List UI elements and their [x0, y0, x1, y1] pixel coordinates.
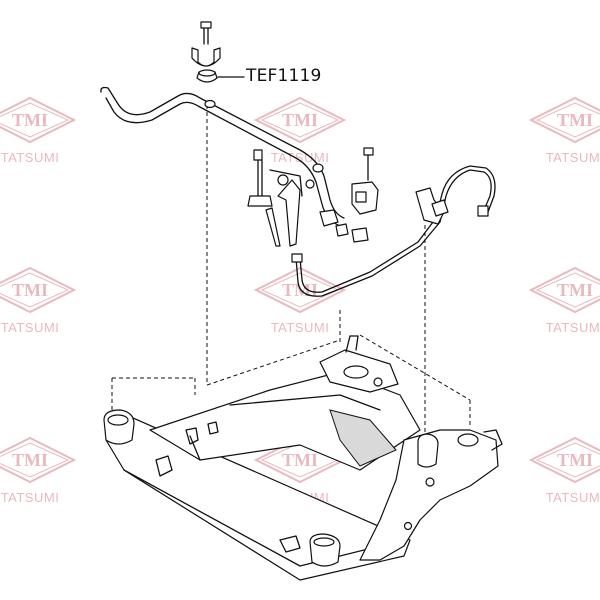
watermark-logo-text: TMI [557, 450, 593, 470]
watermark-logo-text: TMI [12, 450, 48, 470]
watermark-brand-text: TATSUMI [1, 320, 60, 335]
height-sensor-bracket [335, 147, 379, 243]
tatsumi-watermark-layer: TMI TATSUMI TMI TATSUMI TMI TATSUMI TMI TATSUMI… [0, 96, 600, 505]
sensor-wire-harness [291, 165, 496, 297]
tatsumi-watermark-logo: TMI TATSUMI [0, 96, 77, 165]
watermark-brand-text: TATSUMI [271, 320, 330, 335]
watermark-logo-text: TMI [282, 450, 318, 470]
stabilizer-bar [100, 86, 345, 227]
watermark-brand-text: TATSUMI [1, 490, 60, 505]
tatsumi-watermark-logo: TMI TATSUMI [0, 436, 77, 505]
watermark-brand-text: TATSUMI [546, 320, 600, 335]
bushing-clamp-assembly [191, 21, 245, 83]
stabilizer-link [247, 149, 315, 247]
watermark-logo-text: TMI [557, 110, 593, 130]
watermark-logo-text: TMI [557, 280, 593, 300]
dashed-guide-lines [111, 105, 471, 540]
watermark-logo-text: TMI [282, 110, 318, 130]
watermark-logo-text: TMI [12, 280, 48, 300]
watermark-brand-text: TATSUMI [271, 150, 330, 165]
tatsumi-watermark-logo: TMI TATSUMI [0, 266, 77, 335]
front-subframe [103, 335, 503, 581]
watermark-brand-text: TATSUMI [1, 150, 60, 165]
part-number-label: TEF1119 [246, 66, 322, 86]
watermark-brand-text: TATSUMI [546, 490, 600, 505]
tatsumi-watermark-logo: TMI TATSUMI [253, 96, 347, 165]
watermark-brand-text: TATSUMI [546, 150, 600, 165]
tatsumi-watermark-logo: TMI TATSUMI [528, 96, 600, 165]
tatsumi-watermark-logo: TMI TATSUMI [253, 266, 347, 335]
watermark-logo-text: TMI [282, 280, 318, 300]
tatsumi-watermark-logo: TMI TATSUMI [528, 266, 600, 335]
tatsumi-watermark-logo: TMI TATSUMI [528, 436, 600, 505]
watermark-logo-text: TMI [12, 110, 48, 130]
